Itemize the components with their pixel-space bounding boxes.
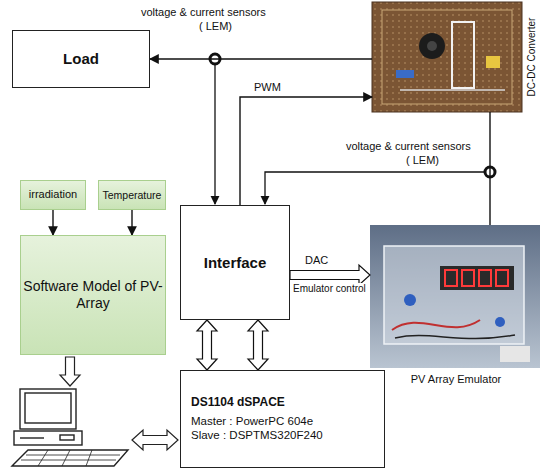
interface-box: Interface — [180, 205, 290, 320]
signal-line — [131, 210, 132, 235]
hollow-arrow — [290, 265, 370, 285]
annotation-label: Emulator control — [292, 283, 367, 295]
signal-line — [52, 210, 53, 235]
converter-node: DC-DC Converter — [372, 2, 542, 112]
model-box: Software Model of PV-Array — [20, 235, 166, 355]
node-text: PV Array Emulator — [411, 373, 501, 386]
annotation-label: ( LEM) — [405, 154, 440, 167]
edge-label: DAC — [304, 254, 329, 267]
annotation-label: voltage & current sensors — [345, 140, 472, 153]
hollow-arrow — [132, 430, 178, 450]
input-box: irradiation — [20, 180, 86, 210]
node-text: Interface — [204, 254, 267, 272]
annotation-label: voltage & current sensors — [140, 6, 267, 19]
hollow-arrow — [197, 320, 217, 370]
signal-line — [150, 58, 372, 59]
node-text: Temperature — [103, 189, 162, 202]
controller-box: DS1104 dSPACE Master : PowerPC 604eSlave … — [180, 370, 385, 468]
node-text: Software Model of PV-Array — [23, 278, 163, 312]
annotation-label: ( LEM) — [198, 20, 233, 33]
emulator-node: PV Array Emulator — [370, 225, 542, 387]
hollow-arrow — [60, 357, 80, 386]
load-box: Load — [12, 30, 150, 88]
node-text: Master : PowerPC 604e — [191, 415, 313, 429]
emulator-photo — [370, 225, 540, 368]
edge-label: PWM — [253, 81, 282, 94]
node-text: DS1104 dSPACE — [191, 395, 285, 409]
node-text: Slave : DSPTMS320F240 — [191, 429, 323, 443]
node-text: Load — [63, 50, 99, 68]
hollow-arrow — [248, 320, 268, 370]
node-text: irradiation — [29, 188, 77, 201]
node-text: DC-DC Converter — [526, 18, 538, 97]
converter-photo — [372, 2, 522, 112]
computer-icon — [12, 389, 128, 466]
signal-line — [489, 112, 490, 225]
sensor-wire — [215, 64, 485, 204]
input-box: Temperature — [98, 180, 166, 210]
